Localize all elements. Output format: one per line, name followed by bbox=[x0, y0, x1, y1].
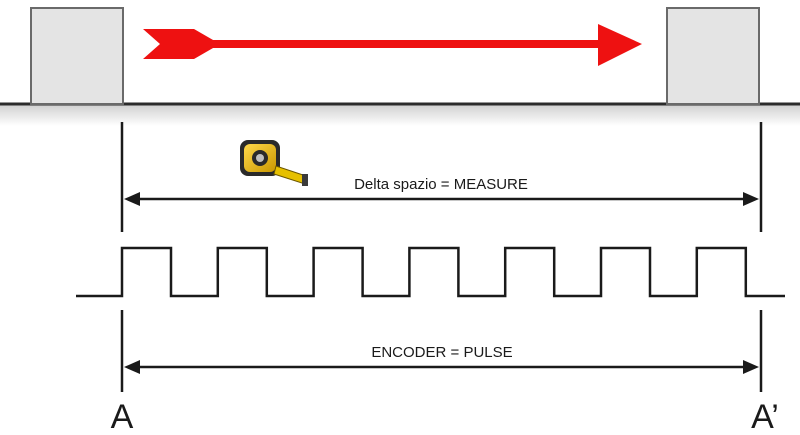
ground-shadow bbox=[0, 104, 800, 126]
encoder-pulse-train bbox=[76, 246, 785, 298]
point-a-label: A bbox=[111, 398, 134, 435]
measure-dimension-arrow bbox=[124, 192, 759, 206]
encoder-dimension-arrow bbox=[124, 360, 759, 374]
motion-arrow-shaft bbox=[200, 40, 604, 48]
measure-label: Delta spazio = MEASURE bbox=[354, 176, 528, 193]
block-end-position bbox=[666, 7, 760, 105]
motion-arrow-tail bbox=[143, 29, 220, 59]
encoder-label: ENCODER = PULSE bbox=[371, 344, 512, 361]
block-start-position bbox=[30, 7, 124, 105]
motion-arrow bbox=[143, 24, 642, 66]
tape-measure-icon bbox=[240, 140, 308, 186]
point-a-prime-label: A’ bbox=[751, 398, 779, 435]
motion-arrow-head bbox=[598, 24, 642, 66]
